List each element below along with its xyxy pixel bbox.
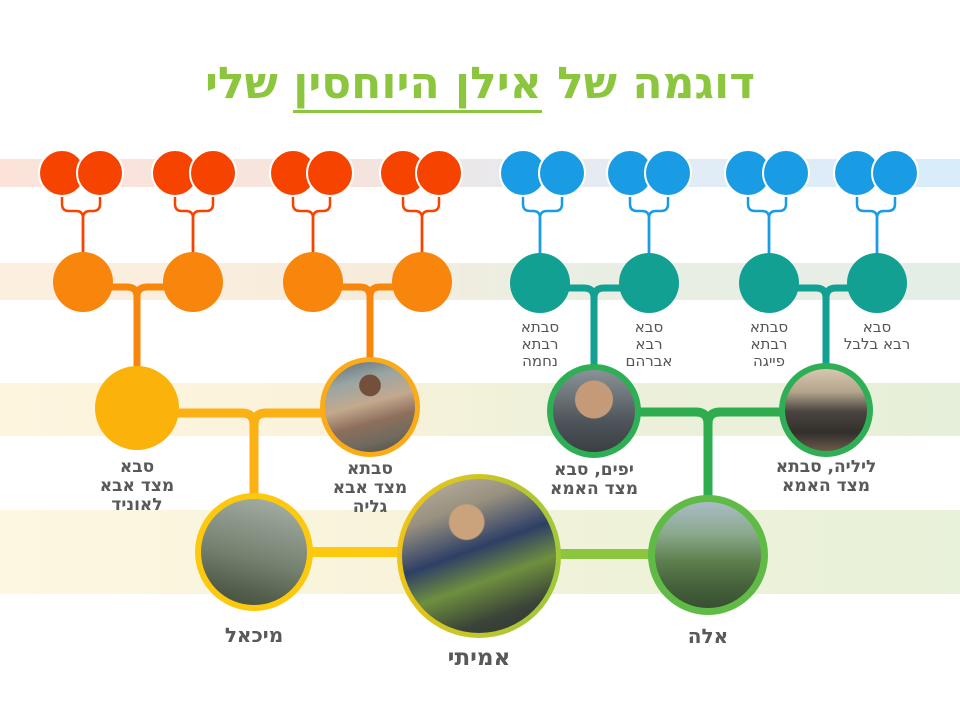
michael-photo: [201, 499, 307, 605]
yefim-photo: [553, 370, 635, 452]
ancestor-circle-blue-3a: [724, 149, 772, 197]
great-grandparent-circle-feiga: [739, 253, 799, 313]
great-grandparent-circle-nechama: [510, 253, 570, 313]
label-balbel: סבא רבא בלבל: [843, 318, 911, 353]
grandparent-couple-lines-right: [552, 284, 865, 378]
great-grandparent-circle-orange-3: [283, 252, 343, 312]
title-pre: דוגמה של: [557, 58, 756, 110]
label-amitai: אמיתי: [447, 645, 511, 671]
label-galia: סבתא מצד אבא גליה: [332, 459, 408, 517]
great-grandparent-circle-orange-4: [392, 252, 452, 312]
grandparent-couple-lines-left: [95, 283, 410, 378]
title-underlined: אילן היוחסין: [293, 58, 542, 114]
portrait-ella: [648, 495, 768, 615]
great-grandparent-circle-orange-1: [53, 252, 113, 312]
label-avraham: סבא רבא אברהם: [625, 318, 673, 370]
ancestor-circle-blue-4b: [871, 149, 919, 197]
ancestor-circle-red-1b: [76, 149, 124, 197]
portrait-amitai: [397, 474, 561, 638]
page-title: דוגמה של אילן היוחסין שלי: [0, 58, 960, 114]
background-stripe-2: [0, 263, 960, 300]
portrait-yefim: [547, 364, 641, 458]
ancestor-circle-blue-1b: [538, 149, 586, 197]
amitai-photo: [402, 479, 556, 633]
great-grandparent-circle-avraham: [619, 253, 679, 313]
title-post: שלי: [204, 58, 278, 110]
ancestor-brackets-right: [521, 193, 897, 263]
ancestor-circle-red-3b: [306, 149, 354, 197]
lilia-photo: [785, 369, 867, 451]
great-grandparent-circle-balbel: [847, 253, 907, 313]
portrait-michael: [195, 493, 313, 611]
ancestor-circle-red-3a: [269, 149, 317, 197]
great-grandparent-circle-orange-2: [163, 252, 223, 312]
ella-photo: [655, 502, 761, 608]
ancestor-circle-red-2a: [151, 149, 199, 197]
ancestor-circle-blue-3b: [762, 149, 810, 197]
label-feiga: סבתא רבתא פייגה: [749, 318, 789, 370]
ancestor-circle-red-4b: [415, 149, 463, 197]
parent-couple-line-father-side: [145, 408, 362, 508]
galia-photo: [325, 362, 415, 452]
label-michael: מיכאל: [224, 623, 284, 647]
portrait-lilia: [779, 363, 873, 457]
grandfather-leonid-circle: [95, 366, 179, 450]
parent-couple-line-mother-side: [600, 407, 820, 508]
ancestor-circle-red-2b: [189, 149, 237, 197]
ancestor-brackets-left: [60, 193, 441, 262]
label-lilia: ליליה, סבתא מצד האמא: [775, 457, 877, 496]
label-nechama: סבתא רבתא נחמה: [520, 318, 560, 370]
portrait-galia: [320, 357, 420, 457]
label-leonid: סבא מצד אבא לאוניד: [99, 457, 175, 515]
label-ella: אלה: [687, 624, 729, 648]
ancestor-circle-blue-2b: [644, 149, 692, 197]
label-yefim: יפים, סבא מצד האמא: [549, 460, 639, 499]
